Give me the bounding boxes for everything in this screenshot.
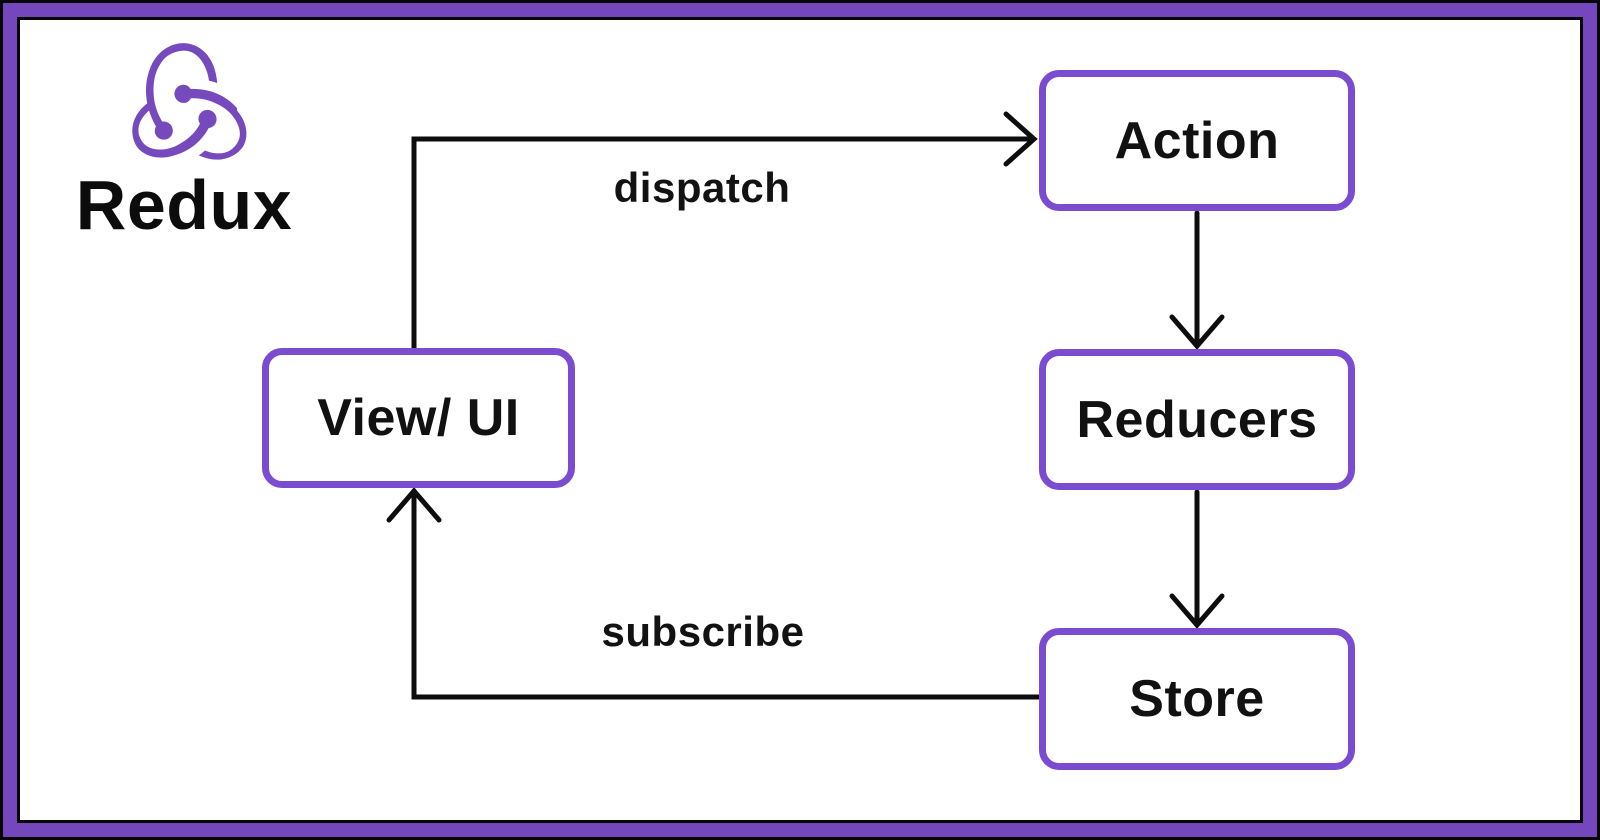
edge-label-subscribe: subscribe [601,608,805,655]
node-view-ui-label: View/ UI [317,389,520,447]
dispatch-arrow-line [411,136,1033,353]
node-store-label: Store [1129,670,1265,728]
subscribe-arrow-line [411,492,1042,700]
node-store: Store [1039,628,1355,770]
node-view-ui: View/ UI [262,348,575,488]
dispatch-arrowhead-icon [1003,111,1038,167]
brand-name: Redux [75,166,293,244]
redux-logo-icon [132,43,247,160]
action-to-reducers-arrowhead-icon [1169,314,1225,350]
subscribe-arrowhead-icon [386,487,442,523]
node-action: Action [1039,70,1355,211]
edge-label-dispatch: dispatch [613,164,791,211]
node-reducers: Reducers [1039,349,1355,490]
node-reducers-label: Reducers [1076,390,1318,449]
reducers-to-store-arrowhead-icon [1169,593,1225,629]
brand: Redux [54,40,314,240]
node-action-label: Action [1114,111,1280,170]
